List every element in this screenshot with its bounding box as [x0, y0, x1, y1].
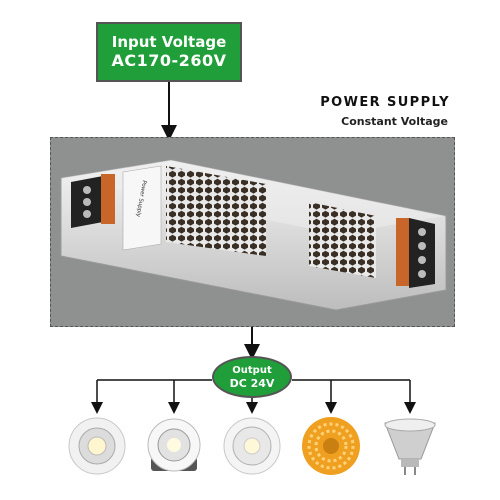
right-terminal-block	[396, 218, 435, 288]
output-voltage-ellipse: Output DC 24V	[212, 356, 292, 398]
input-voltage-box: Input Voltage AC170-260V	[96, 22, 242, 82]
output-label: Output	[232, 364, 272, 376]
power-supply-title: POWER SUPPLY	[320, 95, 450, 110]
input-voltage-value: AC170-260V	[111, 51, 227, 70]
downlight-icon	[147, 418, 201, 472]
output-value: DC 24V	[229, 376, 275, 390]
product-label: Power Supply	[122, 165, 162, 251]
left-terminal-block	[71, 174, 115, 228]
mr16-lamp-icon	[384, 418, 436, 475]
mr16-spotlight-icon	[68, 417, 126, 475]
vent-holes-left	[166, 166, 266, 256]
power-supply-subtitle: Constant Voltage	[341, 115, 448, 128]
device-panel: Power Supply	[50, 137, 455, 327]
gu10-bulb-icon	[223, 417, 281, 475]
led-strip-reel-icon	[302, 417, 360, 475]
power-supply-unit: Power Supply	[60, 159, 447, 311]
input-voltage-label: Input Voltage	[111, 33, 227, 51]
vent-holes-right	[309, 202, 376, 278]
